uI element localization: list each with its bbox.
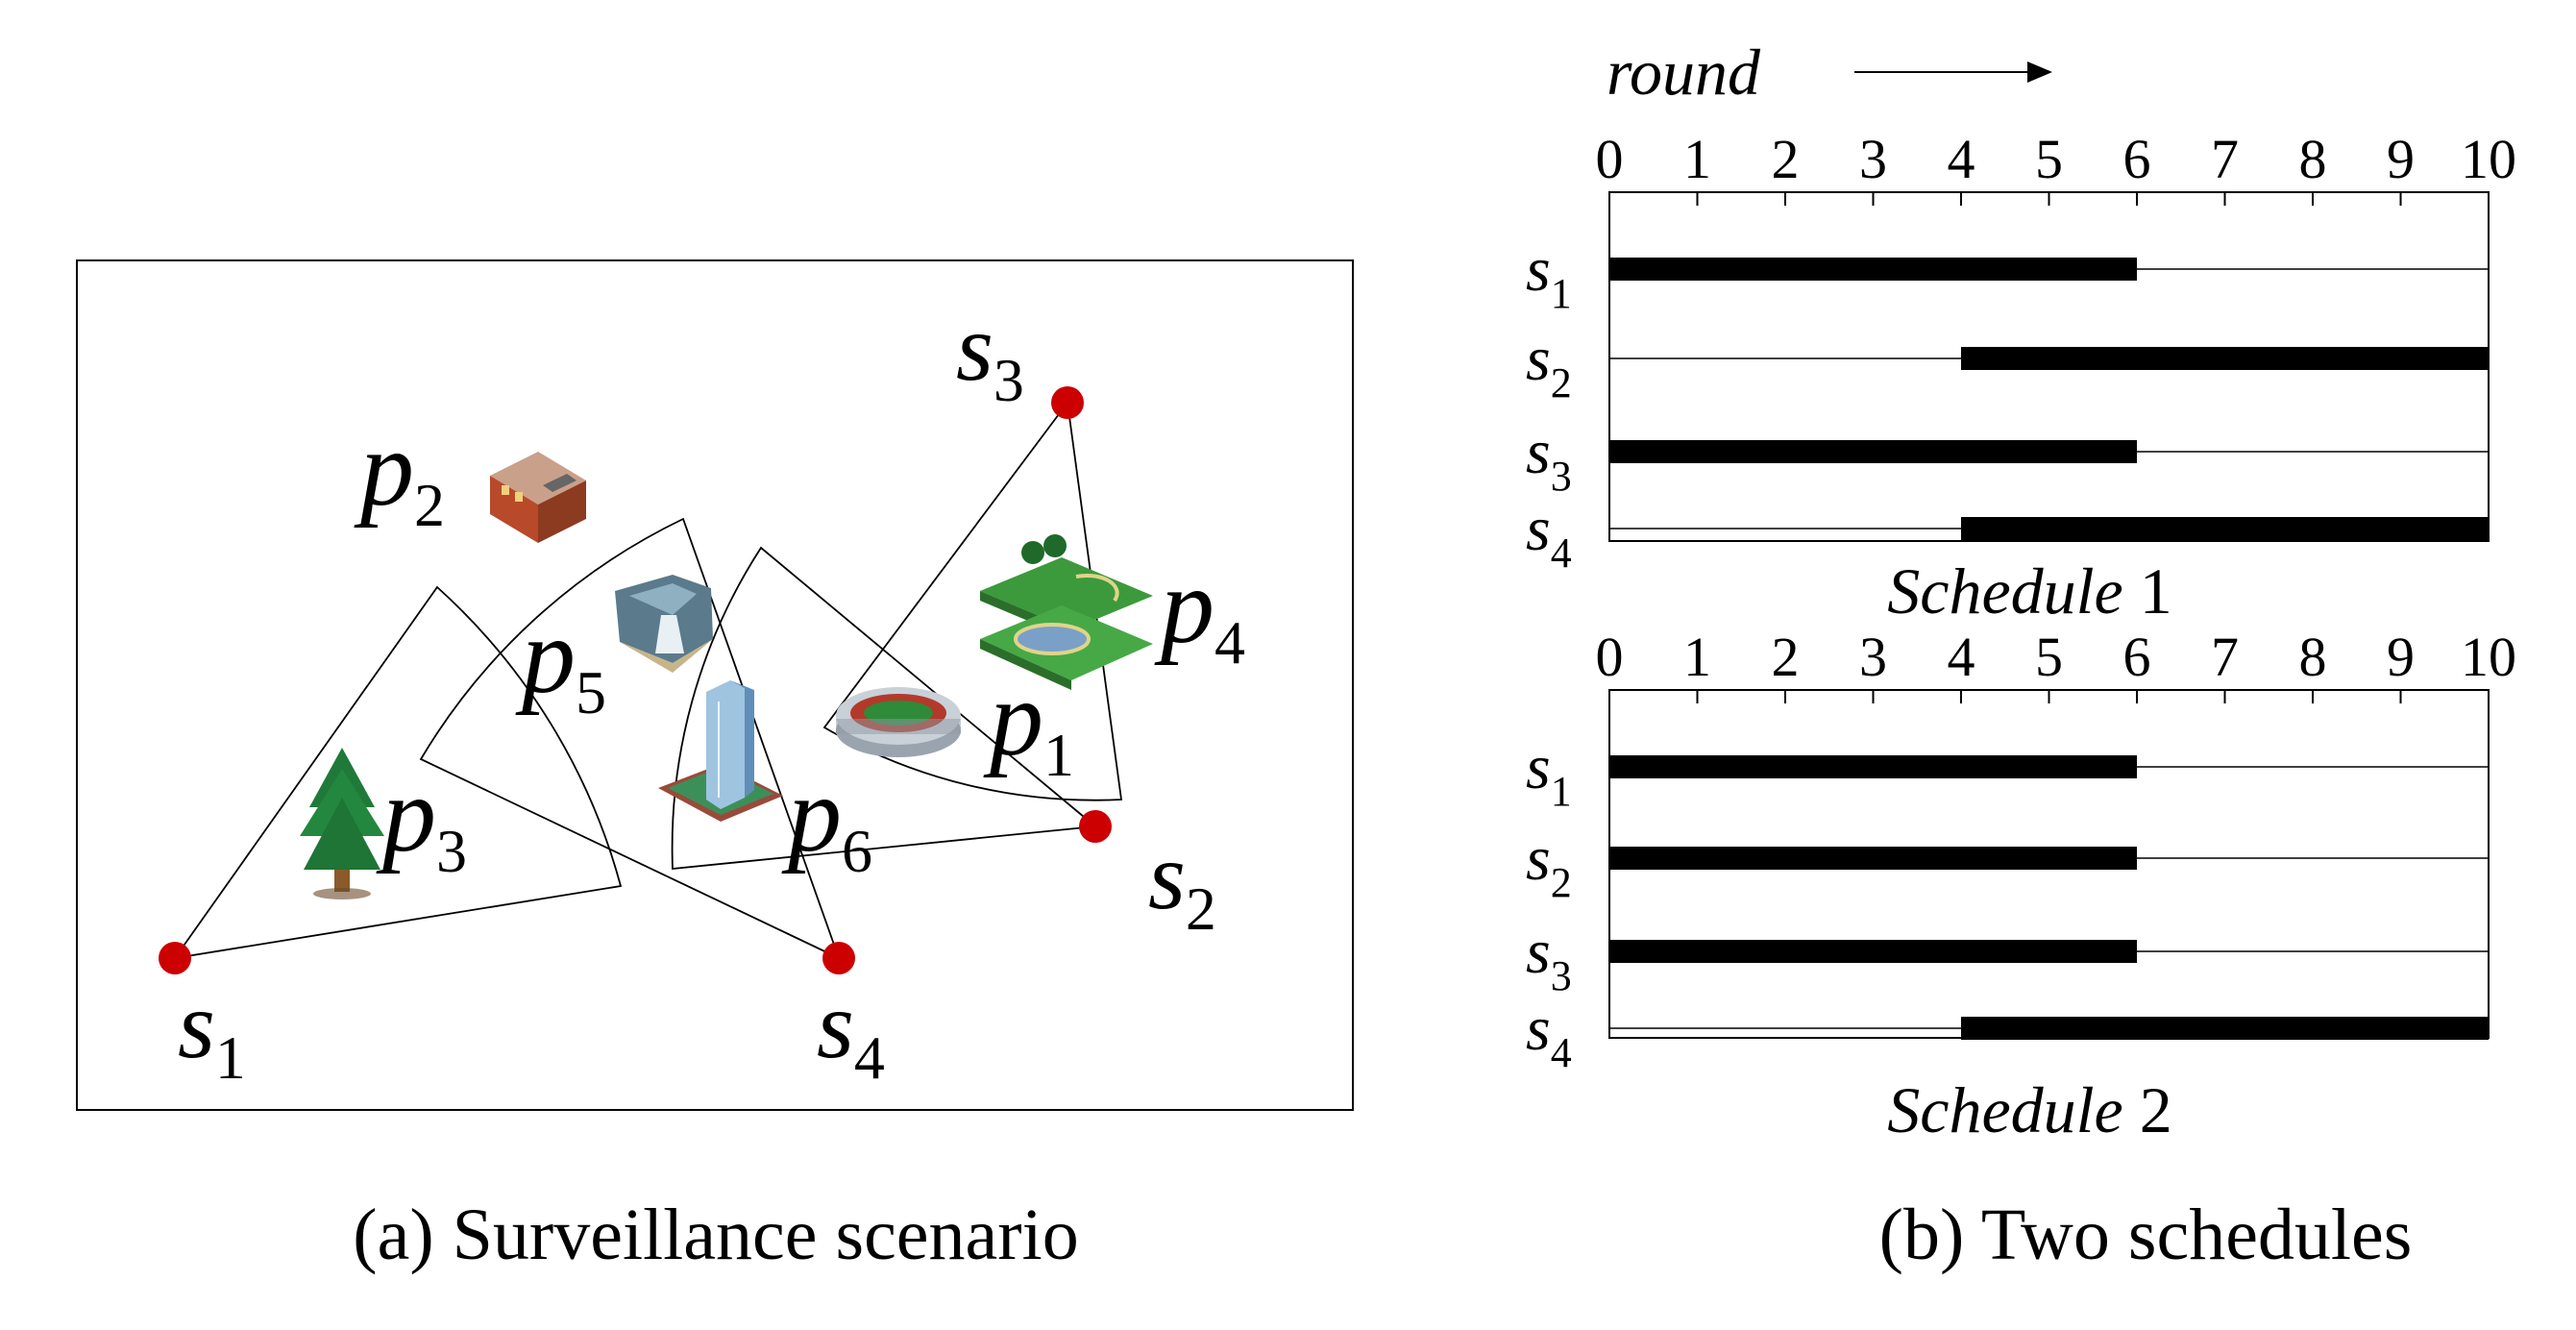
schedule-title: Schedule 2: [1887, 1073, 2171, 1146]
target-label-p3: p3: [376, 755, 467, 885]
active-bar: [1961, 517, 2489, 540]
target-label-p4: p4: [1154, 547, 1245, 677]
tick-label: 8: [2299, 626, 2327, 688]
sector-s4: [419, 517, 841, 960]
tick-label: 4: [1948, 626, 1975, 688]
tick-label: 10: [2461, 128, 2516, 190]
building-icon: [490, 452, 586, 543]
active-bar: [1961, 1017, 2489, 1040]
tick-label: 4: [1948, 128, 1975, 190]
round-arrow-icon: [1854, 62, 2052, 83]
sensor-label-s4: s4: [817, 972, 885, 1092]
sensor-labels: s1 s2 s3 s4: [178, 294, 1216, 1092]
sector-s2: [671, 546, 1098, 870]
target-label-p5: p5: [515, 597, 606, 727]
tick-label: 5: [2035, 128, 2063, 190]
row-label: s3: [1526, 917, 1572, 999]
round-label: round: [1607, 36, 1761, 109]
active-bar: [1609, 940, 2137, 963]
sensor-dots: [159, 386, 1112, 974]
tick-label: 0: [1596, 626, 1624, 688]
tick-label: 3: [1859, 626, 1887, 688]
tick-label: 1: [1683, 128, 1711, 190]
tick-label: 0: [1596, 128, 1624, 190]
tick-label: 7: [2211, 128, 2239, 190]
row-label: s1: [1526, 234, 1572, 317]
scenario-frame: [76, 259, 1354, 1111]
target-label-p1: p1: [983, 659, 1074, 789]
sector-s1: [173, 585, 623, 960]
park-icon: [980, 534, 1153, 690]
tick-label: 2: [1772, 626, 1800, 688]
row-label: s1: [1526, 732, 1572, 815]
target-label-p6: p6: [781, 755, 872, 885]
tick-label: 9: [2387, 128, 2415, 190]
sensing-sectors: [173, 400, 1123, 960]
schedule-title: Schedule 1: [1887, 554, 2171, 628]
active-bar: [1961, 347, 2489, 370]
tick-label: 6: [2123, 128, 2151, 190]
row-label: s4: [1526, 994, 1572, 1076]
tick-label: 6: [2123, 626, 2151, 688]
target-labels: p1 p2 p3 p4 p5 p6: [354, 409, 1245, 885]
caption-a: (a) Surveillance scenario: [353, 1195, 1078, 1275]
tick-label: 10: [2461, 626, 2516, 688]
sensor-label-s3: s3: [956, 294, 1024, 414]
row-label: s2: [1526, 824, 1572, 906]
sensor-dot-s4: [822, 942, 855, 974]
tick-label: 3: [1859, 128, 1887, 190]
panel-a: s1 s2 s3 s4 p1 p2 p3 p4 p5 p6 (a) Survei…: [76, 259, 1354, 1275]
row-label: s4: [1526, 494, 1572, 577]
row-label: s2: [1526, 324, 1572, 406]
skyscraper-icon: [658, 680, 783, 822]
tick-label: 9: [2387, 626, 2415, 688]
caption-b: (b) Two schedules: [1879, 1195, 2413, 1275]
tick-label: 1: [1683, 626, 1711, 688]
waterfall-icon: [615, 575, 713, 673]
tree-icon: [300, 748, 384, 899]
sensor-label-s1: s1: [178, 972, 246, 1092]
active-bar: [1609, 440, 2137, 463]
target-label-p2: p2: [354, 409, 445, 539]
active-bar: [1609, 258, 2137, 281]
tick-label: 5: [2035, 626, 2063, 688]
sensor-label-s2: s2: [1148, 823, 1216, 943]
sensor-dot-s2: [1079, 810, 1112, 843]
sensor-dot-s1: [159, 942, 191, 974]
stadium-icon: [836, 687, 961, 757]
tick-label: 2: [1772, 128, 1800, 190]
active-bar: [1609, 847, 2137, 870]
row-label: s3: [1526, 417, 1572, 500]
tick-label: 7: [2211, 626, 2239, 688]
sensor-dot-s3: [1051, 386, 1084, 419]
active-bar: [1609, 755, 2137, 778]
tick-label: 8: [2299, 128, 2327, 190]
